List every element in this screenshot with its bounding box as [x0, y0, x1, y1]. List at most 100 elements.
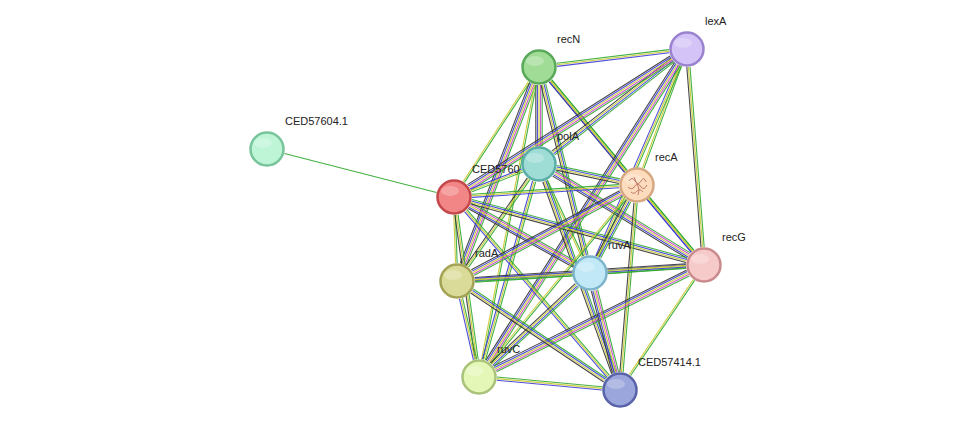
protein-node: ruvA — [572, 255, 608, 291]
node-highlight — [441, 186, 459, 196]
interaction-edge — [459, 298, 476, 360]
node-circle-shape — [463, 361, 496, 394]
evidence-line — [543, 182, 612, 374]
protein-structure — [628, 177, 647, 195]
interaction-edge — [591, 290, 618, 374]
node-circle-shape — [604, 374, 637, 407]
protein-node: CED57414.1 — [602, 372, 638, 408]
evidence-line — [284, 153, 436, 192]
node-label: ruvC — [497, 343, 520, 355]
evidence-line — [540, 85, 541, 146]
interaction-edge — [647, 198, 693, 252]
protein-node: recA — [619, 167, 655, 203]
evidence-line — [594, 290, 615, 372]
node-circle-shape — [251, 133, 284, 166]
node-circle-shape — [438, 181, 471, 214]
node-circle — [619, 167, 655, 203]
evidence-line — [597, 66, 680, 257]
evidence-line — [538, 85, 539, 146]
evidence-line — [687, 67, 701, 247]
interaction-edge — [463, 82, 530, 183]
evidence-line — [454, 215, 456, 263]
evidence-line — [554, 61, 674, 154]
evidence-line — [557, 51, 669, 65]
interaction-edge — [284, 153, 436, 192]
protein-node: recG — [686, 247, 722, 283]
interaction-edge — [497, 377, 602, 390]
protein-node: radA — [439, 263, 475, 299]
node-highlight — [674, 38, 692, 48]
node-highlight — [691, 254, 709, 264]
node-circle — [249, 131, 285, 167]
node-circle — [436, 179, 472, 215]
evidence-line — [497, 379, 602, 389]
node-circle-shape — [688, 249, 721, 282]
node-highlight — [254, 138, 272, 148]
protein-node: lexA — [669, 31, 705, 67]
evidence-line — [475, 272, 572, 278]
evidence-line — [598, 290, 619, 372]
evidence-line — [593, 291, 614, 373]
node-circle-shape — [574, 257, 607, 290]
interaction-edge — [472, 185, 619, 198]
interaction-edge — [687, 67, 704, 247]
node-highlight — [577, 262, 595, 272]
protein-node: polA — [521, 146, 557, 182]
node-circle — [521, 49, 557, 85]
evidence-line — [537, 85, 538, 146]
node-label: recG — [722, 231, 746, 243]
evidence-line — [596, 290, 617, 372]
evidence-line — [557, 50, 669, 64]
evidence-line — [459, 299, 473, 360]
protein-node: ruvC — [461, 359, 497, 395]
node-label: CED57604.1 — [285, 115, 348, 127]
node-circle — [669, 31, 705, 67]
node-highlight — [526, 56, 544, 66]
node-circle-shape — [523, 148, 556, 181]
node-label: polA — [557, 130, 579, 142]
node-circle-shape — [671, 33, 704, 66]
node-highlight — [607, 379, 625, 389]
node-circle — [461, 359, 497, 395]
protein-node: CED5760 — [436, 179, 472, 215]
node-circle — [686, 247, 722, 283]
evidence-line — [492, 285, 577, 364]
node-circle — [572, 255, 608, 291]
evidence-line — [463, 82, 528, 182]
interaction-edge — [475, 272, 572, 281]
node-label: lexA — [705, 15, 726, 27]
evidence-line — [623, 203, 637, 372]
node-circle-shape — [523, 51, 556, 84]
node-circle-shape — [621, 169, 654, 202]
interaction-edge — [557, 50, 670, 67]
evidence-line — [461, 299, 475, 360]
node-highlight — [444, 270, 462, 280]
evidence-line — [552, 80, 694, 250]
interaction-edge — [642, 66, 681, 169]
interaction-edge — [536, 85, 542, 146]
evidence-line — [650, 198, 694, 250]
interaction-edge — [620, 203, 637, 372]
node-label: CED57414.1 — [638, 356, 701, 368]
node-label: ruvA — [608, 239, 631, 251]
evidence-line — [557, 53, 669, 67]
evidence-line — [555, 62, 675, 155]
evidence-line — [688, 67, 702, 247]
evidence-line — [621, 203, 635, 372]
evidence-line — [535, 85, 536, 146]
evidence-line — [620, 203, 634, 372]
evidence-line — [647, 200, 691, 252]
evidence-line — [473, 289, 606, 378]
node-circle — [439, 263, 475, 299]
node-label: radA — [475, 247, 498, 259]
node-label: CED5760 — [472, 163, 520, 175]
evidence-line — [690, 67, 704, 247]
evidence-line — [472, 186, 619, 196]
evidence-line — [463, 298, 477, 359]
node-highlight — [526, 153, 544, 163]
node-label: recA — [655, 151, 678, 163]
node-label: recN — [557, 33, 580, 45]
evidence-line — [649, 199, 693, 251]
node-circle-shape — [441, 265, 474, 298]
evidence-line — [472, 188, 619, 198]
